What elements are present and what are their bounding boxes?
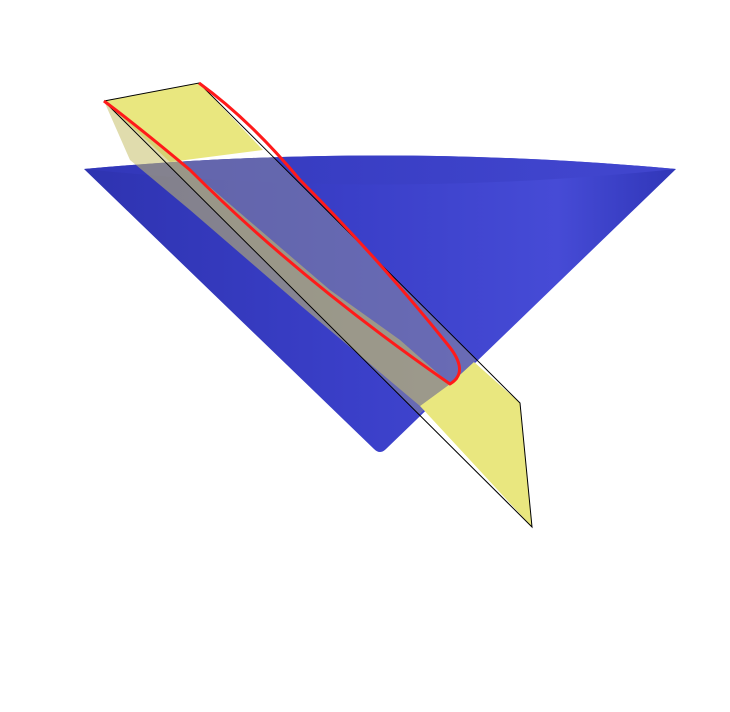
plane-front-left [104, 101, 450, 406]
plane-lower-front [420, 362, 532, 527]
intersection-curve [103, 81, 461, 386]
plane-upper-back [104, 83, 263, 162]
plane-edge [103, 82, 533, 529]
